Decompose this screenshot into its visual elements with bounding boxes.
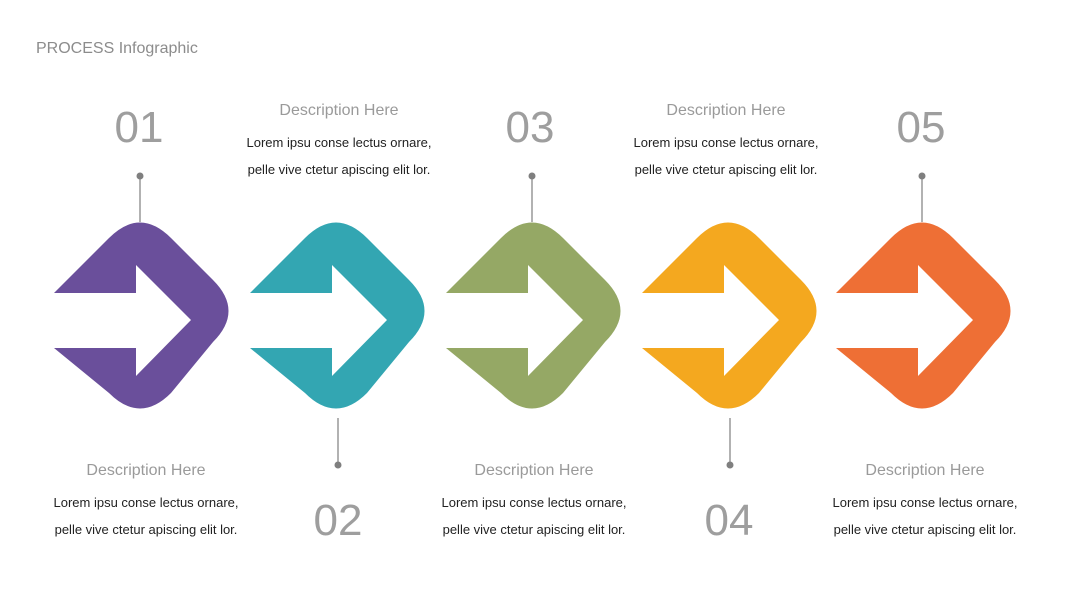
step-3-description-line-2: pelle vive ctetur apiscing elit lor. <box>442 522 626 537</box>
step-5-description-title: Description Here <box>865 462 985 479</box>
step-4-description-line-1: Lorem ipsu conse lectus ornare, <box>633 135 819 150</box>
step-3-description-title: Description Here <box>474 462 594 479</box>
step-2-description-line-2: pelle vive ctetur apiscing elit lor. <box>247 162 431 177</box>
step-4-description: Lorem ipsu conse lectus ornare, pelle vi… <box>606 129 846 183</box>
step-2-arrow-shape <box>250 222 425 409</box>
step-1-description-line-1: Lorem ipsu conse lectus ornare, <box>53 495 239 510</box>
step-1-description-line-2: pelle vive ctetur apiscing elit lor. <box>54 522 238 537</box>
step-2-description: Lorem ipsu conse lectus ornare, pelle vi… <box>219 129 459 183</box>
step-5-connector-dot <box>918 172 926 180</box>
step-3-arrow-shape <box>446 222 621 409</box>
step-1-number: 01 <box>114 103 164 152</box>
step-5-description-line-2: pelle vive ctetur apiscing elit lor. <box>833 522 1017 537</box>
step-2-number: 02 <box>313 496 363 545</box>
step-5-arrow-shape <box>836 222 1011 409</box>
step-2-description-title: Description Here <box>279 102 399 119</box>
step-3-connector-dot <box>528 172 536 180</box>
step-5-description: Lorem ipsu conse lectus ornare, pelle vi… <box>805 489 1045 543</box>
step-1-description-title: Description Here <box>86 462 206 479</box>
step-4-connector-dot <box>726 461 734 469</box>
step-1-description: Lorem ipsu conse lectus ornare, pelle vi… <box>26 489 266 543</box>
step-5-description-line-1: Lorem ipsu conse lectus ornare, <box>832 495 1018 510</box>
step-4-arrow-shape <box>642 222 817 409</box>
step-4-number: 04 <box>704 496 754 545</box>
slide-title: PROCESS Infographic <box>36 40 198 57</box>
step-1-arrow-shape <box>54 222 229 409</box>
step-4-description-title: Description Here <box>666 102 786 119</box>
step-3-description: Lorem ipsu conse lectus ornare, pelle vi… <box>414 489 654 543</box>
step-2-connector-dot <box>334 461 342 469</box>
step-2-description-line-1: Lorem ipsu conse lectus ornare, <box>246 135 432 150</box>
step-3-description-line-1: Lorem ipsu conse lectus ornare, <box>441 495 627 510</box>
step-3-number: 03 <box>505 103 555 152</box>
step-4-description-line-2: pelle vive ctetur apiscing elit lor. <box>634 162 818 177</box>
step-1-connector-dot <box>136 172 144 180</box>
step-5-number: 05 <box>896 103 946 152</box>
